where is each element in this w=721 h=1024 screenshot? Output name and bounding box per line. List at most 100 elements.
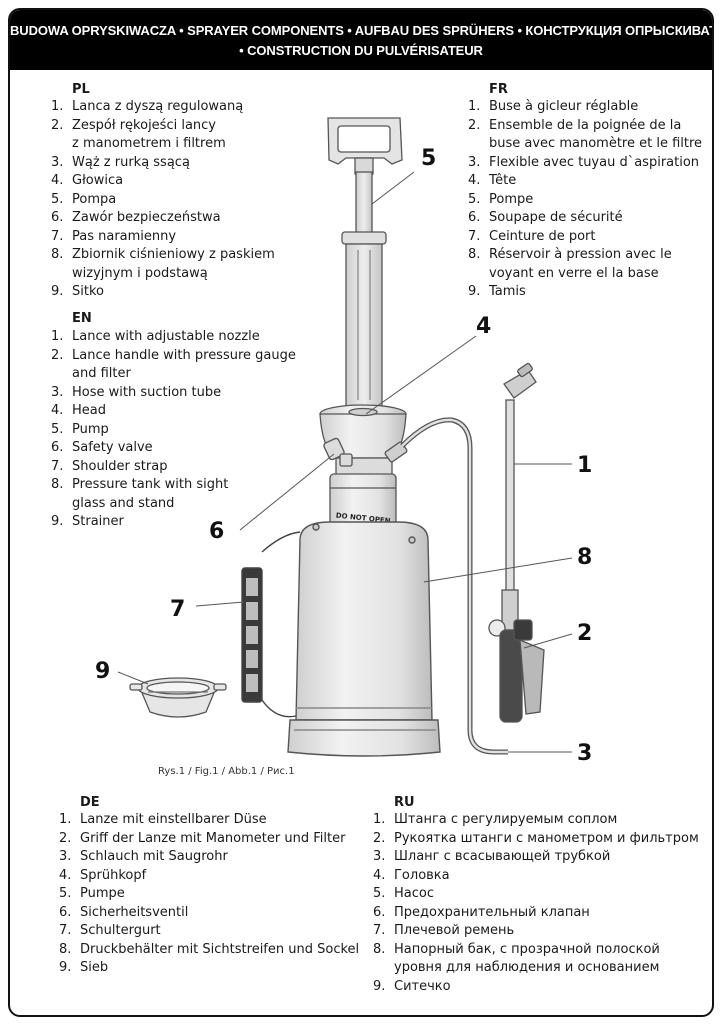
item-text: Lanca z dyszą regulowaną bbox=[72, 99, 244, 114]
callout-2: 2 bbox=[577, 621, 592, 646]
list-item: 5.Pompe bbox=[468, 191, 702, 210]
list-item: 3.Schlauch mit Saugrohr bbox=[59, 848, 359, 867]
de-heading: DE bbox=[80, 795, 100, 810]
item-text: Ceinture de port bbox=[489, 228, 596, 244]
item-text: Wąż z rurką ssącą bbox=[72, 154, 190, 170]
item-text: Zespół rękojeści lancy bbox=[72, 117, 217, 133]
item-text: Sieb bbox=[80, 960, 109, 975]
list-item: 7.Ceinture de port bbox=[468, 228, 702, 247]
item-text: Pompa bbox=[72, 191, 117, 207]
item-text: Насос bbox=[394, 886, 434, 901]
list-item: 9. Strainer bbox=[51, 513, 296, 532]
fr-heading: FR bbox=[489, 82, 508, 97]
list-item: 2.Рукоятка штанги с манометром и фильтро… bbox=[373, 830, 699, 849]
item-text: Pas naramienny bbox=[72, 228, 177, 244]
item-text: Головка bbox=[394, 867, 450, 883]
figure-caption: Rys.1 / Fig.1 / Abb.1 / Рис.1 bbox=[158, 766, 295, 777]
item-number: 3. bbox=[373, 849, 386, 864]
item-text: Strainer bbox=[72, 514, 124, 529]
item-text: voyant en verre el la base bbox=[489, 265, 659, 281]
item-text: Ensemble de la poignée de la bbox=[489, 117, 682, 133]
list-item: 8. Druckbehälter mit Sichtstreifen und So… bbox=[59, 941, 359, 960]
item-number: 9. bbox=[373, 978, 386, 994]
item-number: 6. bbox=[51, 210, 64, 225]
item-number: 2. bbox=[468, 117, 481, 133]
item-number: 3. bbox=[51, 154, 64, 170]
list-item: 1. Buse à gicleur réglable bbox=[468, 98, 702, 117]
list-item: 1.Lanca z dyszą regulowaną bbox=[51, 98, 275, 117]
safety-valve bbox=[323, 437, 353, 467]
item-number: 4. bbox=[373, 867, 386, 883]
item-number: 5. bbox=[373, 886, 386, 901]
list-item: 4.Tête bbox=[468, 172, 702, 191]
list-item: 9. Ситечко bbox=[373, 978, 699, 997]
item-number: 9. bbox=[51, 514, 64, 529]
item-text: Schultergurt bbox=[80, 923, 161, 938]
item-text: Lanze mit einstellbarer Düse bbox=[80, 812, 267, 827]
en-heading: EN bbox=[72, 311, 92, 326]
list-item: 5.Pump bbox=[51, 421, 296, 440]
item-text: Hose with suction tube bbox=[72, 384, 222, 400]
header-title-line-2: • CONSTRUCTION DU PULVÉRISATEUR bbox=[239, 43, 483, 58]
callout-9: 9 bbox=[95, 659, 110, 684]
item-text: Sprühkopf bbox=[80, 867, 147, 883]
item-text: Шланг с всасывающей трубкой bbox=[394, 849, 611, 864]
item-text: glass and stand bbox=[72, 495, 175, 511]
list-item: 4. Головка bbox=[373, 867, 699, 886]
shoulder-strap bbox=[241, 531, 301, 718]
item-text: and filter bbox=[72, 366, 131, 381]
item-text: Zbiornik ciśnieniowy z paskiem bbox=[72, 247, 275, 262]
item-number: 2. bbox=[373, 830, 386, 846]
item-text: Lance handle with pressure gauge bbox=[72, 347, 296, 363]
pump-handle bbox=[327, 117, 403, 175]
callout-8: 8 bbox=[577, 545, 592, 570]
item-number: 5. bbox=[59, 886, 72, 901]
callout-6: 6 bbox=[209, 519, 224, 544]
item-number: 4. bbox=[51, 403, 64, 418]
item-number: 3. bbox=[59, 849, 72, 864]
item-text: Pompe bbox=[489, 191, 534, 207]
callout-4: 4 bbox=[476, 314, 491, 339]
item-number: 7. bbox=[51, 228, 64, 244]
list-item: 6.Safety valve bbox=[51, 439, 296, 458]
item-text: Griff der Lanze mit Manometer und Filter bbox=[80, 830, 346, 846]
item-number: 1. bbox=[468, 99, 481, 114]
item-number: 3. bbox=[51, 384, 64, 400]
item-number: 5. bbox=[51, 421, 64, 437]
pl-heading: PL bbox=[72, 82, 90, 97]
header-title-line-1: BUDOWA OPRYSKIWACZA • SPRAYER COMPONENTS… bbox=[10, 23, 714, 38]
list-item: 7.Shoulder strap bbox=[51, 458, 296, 477]
item-number: 2. bbox=[51, 117, 64, 133]
item-text: Soupape de sécurité bbox=[489, 210, 623, 225]
item-number: 6. bbox=[468, 210, 481, 225]
callout-1: 1 bbox=[577, 453, 592, 478]
item-text: Pressure tank with sight bbox=[72, 477, 229, 492]
item-number: 2. bbox=[51, 347, 64, 363]
callout-7: 7 bbox=[170, 597, 185, 622]
item-text: wizyjnym i podstawą bbox=[72, 265, 208, 281]
fr-parts-list: 1. Buse à gicleur réglable 2. Ensemble de l… bbox=[468, 98, 702, 302]
item-number: 6. bbox=[373, 904, 386, 920]
item-text: Druckbehälter mit Sichtstreifen und Sock… bbox=[80, 941, 360, 957]
list-item: 6.Zawór bezpieczeństwa bbox=[51, 209, 275, 228]
item-text: Предохранительный клапан bbox=[394, 904, 590, 920]
item-text: Плечевой ремень bbox=[394, 923, 515, 938]
item-number: 2. bbox=[59, 830, 72, 846]
item-text: Sitko bbox=[72, 284, 104, 299]
item-text: Buse à gicleur réglable bbox=[489, 99, 639, 114]
item-text: Ситечко bbox=[394, 978, 451, 994]
item-text: Штанга с регулируемым соплом bbox=[394, 812, 618, 827]
item-number: 6. bbox=[59, 904, 72, 920]
item-number: 8. bbox=[59, 941, 72, 957]
item-text: Lance with adjustable nozzle bbox=[72, 329, 260, 344]
list-item: 1.Штанга с регулируемым соплом bbox=[373, 811, 699, 830]
pressure-tank bbox=[287, 521, 441, 757]
item-text: Напорный бак, с прозрачной полоской bbox=[394, 941, 660, 957]
